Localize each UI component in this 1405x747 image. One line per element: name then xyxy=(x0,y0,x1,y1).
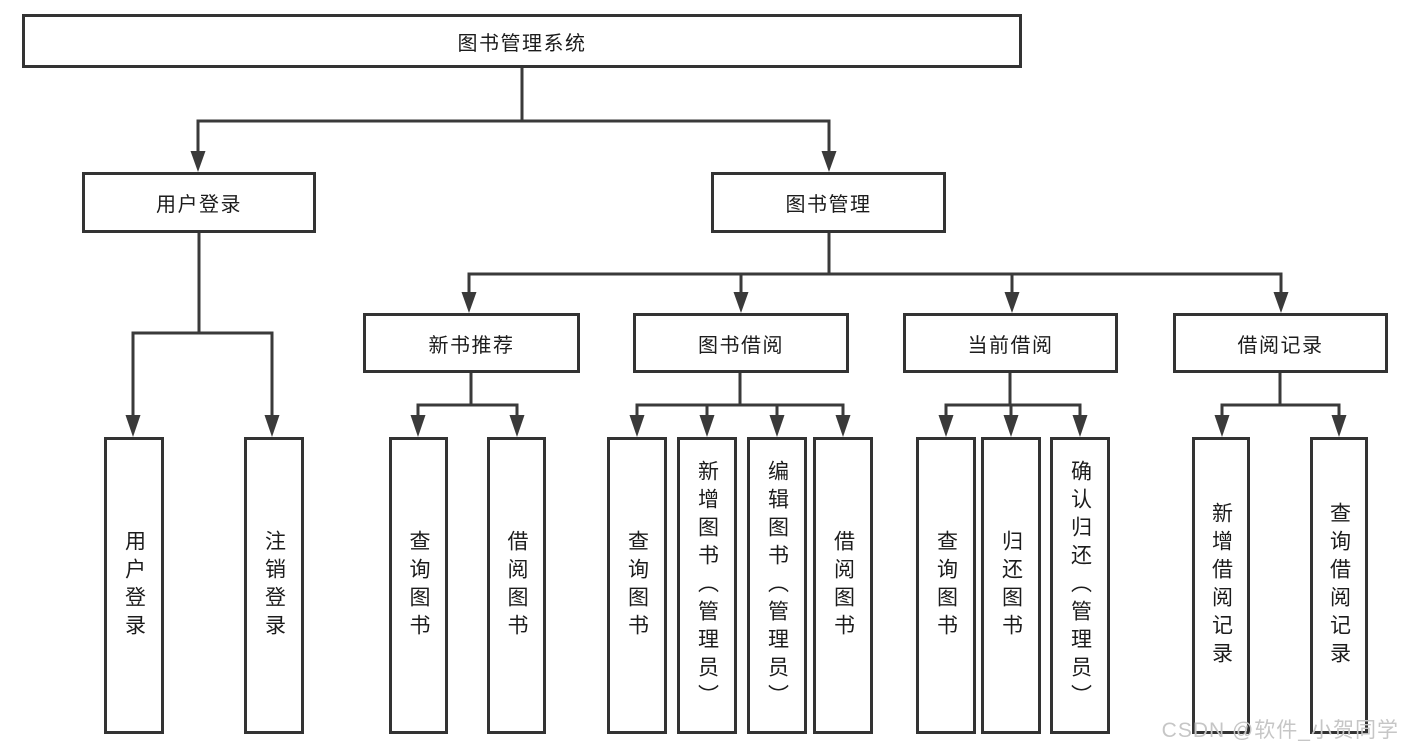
node-label: 图书借阅 xyxy=(698,334,784,357)
node-label: 当前借阅 xyxy=(967,334,1054,357)
leaf-recommend-borrow-books: 借阅图书 xyxy=(487,437,546,734)
node-label: 查询借阅记录 xyxy=(1327,501,1351,670)
leaf-logout: 注销登录 xyxy=(244,437,304,734)
leaf-recommend-query-books: 查询图书 xyxy=(389,437,448,734)
leaf-records-add-record: 新增借阅记录 xyxy=(1192,437,1250,734)
node-label: 查询图书 xyxy=(625,529,649,642)
node-label: 确认归还（管理员） xyxy=(1068,459,1092,712)
node-label: 用户登录 xyxy=(122,529,146,642)
node-label: 借阅图书 xyxy=(831,529,855,642)
node-current-borrowing: 当前借阅 xyxy=(903,313,1118,373)
node-label: 查询图书 xyxy=(934,529,958,642)
csdn-watermark: CSDN @软件_小贺同学 xyxy=(1161,719,1399,742)
leaf-user-login: 用户登录 xyxy=(104,437,164,734)
node-label: 新增图书（管理员） xyxy=(695,459,719,712)
node-label: 编辑图书（管理员） xyxy=(765,459,789,712)
leaf-current-query-books: 查询图书 xyxy=(916,437,976,734)
node-label: 图书管理系统 xyxy=(457,32,587,55)
node-label: 用户登录 xyxy=(156,194,242,216)
node-root-system: 图书管理系统 xyxy=(22,14,1022,68)
node-new-book-recommend: 新书推荐 xyxy=(363,313,580,373)
node-label: 归还图书 xyxy=(999,529,1023,642)
leaf-current-confirm-return-admin: 确认归还（管理员） xyxy=(1050,437,1110,734)
leaf-records-query-record: 查询借阅记录 xyxy=(1310,437,1368,734)
leaf-borrowing-edit-books-admin: 编辑图书（管理员） xyxy=(747,437,807,734)
node-borrowing-records: 借阅记录 xyxy=(1173,313,1388,373)
node-label: 注销登录 xyxy=(262,529,286,642)
node-user-login-branch: 用户登录 xyxy=(82,172,316,233)
node-label: 新书推荐 xyxy=(428,334,515,357)
leaf-borrowing-query-books: 查询图书 xyxy=(607,437,667,734)
node-label: 查询图书 xyxy=(407,529,431,642)
node-book-management-branch: 图书管理 xyxy=(711,172,946,233)
node-label: 新增借阅记录 xyxy=(1209,501,1233,670)
leaf-borrowing-add-books-admin: 新增图书（管理员） xyxy=(677,437,737,734)
leaf-borrowing-borrow-books: 借阅图书 xyxy=(813,437,873,734)
node-label: 借阅记录 xyxy=(1237,334,1324,357)
node-label: 图书管理 xyxy=(785,194,872,216)
leaf-current-return-books: 归还图书 xyxy=(981,437,1041,734)
node-label: 借阅图书 xyxy=(505,529,529,642)
node-book-borrowing: 图书借阅 xyxy=(633,313,849,373)
